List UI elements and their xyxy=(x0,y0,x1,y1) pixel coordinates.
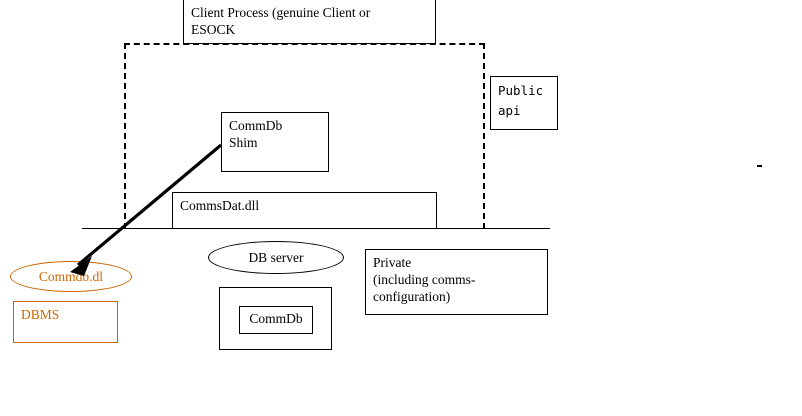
public-api-box: Public api xyxy=(490,76,558,130)
commdb-shim-box: CommDb Shim xyxy=(221,112,329,172)
client-process-dashed-region xyxy=(124,43,485,229)
client-process-box: Client Process (genuine Client or ESOCK xyxy=(183,0,436,44)
private-box: Private (including comms- configuration) xyxy=(365,249,548,315)
commsdat-dll-box: CommsDat.dll xyxy=(172,192,437,229)
dbms-box: DBMS xyxy=(13,301,118,343)
commdb-dll-ellipse: Commdb.dl xyxy=(10,261,132,292)
commdb-inner-box: CommDb xyxy=(239,306,313,334)
commdb-outer-box xyxy=(219,287,332,350)
stray-mark xyxy=(757,165,762,167)
boundary-line xyxy=(82,228,550,229)
db-server-ellipse: DB server xyxy=(208,241,344,274)
